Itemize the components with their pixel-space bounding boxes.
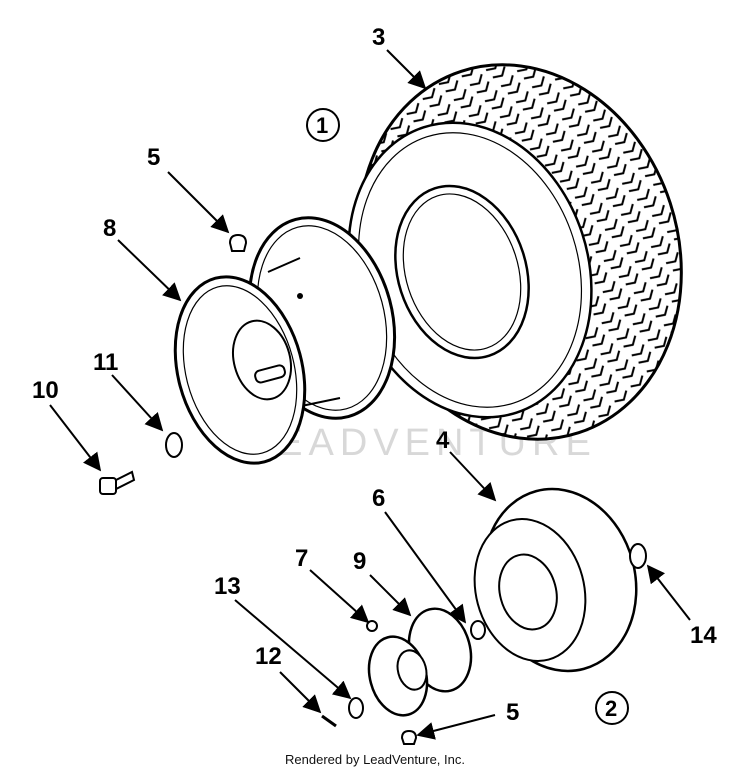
small-valve-stem-icon bbox=[400, 729, 418, 745]
end-washer-icon bbox=[629, 543, 647, 569]
small-washer-icon bbox=[348, 697, 364, 719]
large-rim bbox=[173, 216, 397, 465]
valve-stem-icon bbox=[228, 233, 248, 252]
svg-text:2: 2 bbox=[605, 696, 617, 721]
callout-10: 10 bbox=[32, 377, 59, 404]
callout-8: 8 bbox=[103, 215, 116, 242]
callout-7: 7 bbox=[295, 545, 308, 572]
svg-text:1: 1 bbox=[316, 113, 328, 138]
callout-6: 6 bbox=[372, 485, 385, 512]
callout-11: 11 bbox=[93, 349, 118, 376]
assembly-2-label: 2 bbox=[595, 691, 629, 725]
bolt-icon bbox=[99, 470, 136, 495]
small-tire bbox=[473, 487, 638, 673]
callout-14: 14 bbox=[690, 622, 717, 649]
small-rim bbox=[367, 607, 473, 717]
pin-icon bbox=[321, 714, 337, 728]
callout-3: 3 bbox=[372, 24, 385, 51]
callout-9: 9 bbox=[353, 548, 366, 575]
callout-5-bottom: 5 bbox=[506, 699, 519, 726]
washer-icon bbox=[165, 432, 183, 458]
nut-icon bbox=[366, 620, 378, 632]
large-tire bbox=[347, 63, 683, 441]
credit-text: Rendered by LeadVenture, Inc. bbox=[285, 752, 465, 767]
assembly-1-label: 1 bbox=[306, 108, 340, 142]
callout-5-top: 5 bbox=[147, 144, 160, 171]
callout-13: 13 bbox=[214, 573, 241, 600]
callout-4: 4 bbox=[436, 427, 450, 454]
callout-12: 12 bbox=[255, 643, 282, 670]
bushing-icon bbox=[470, 620, 486, 640]
